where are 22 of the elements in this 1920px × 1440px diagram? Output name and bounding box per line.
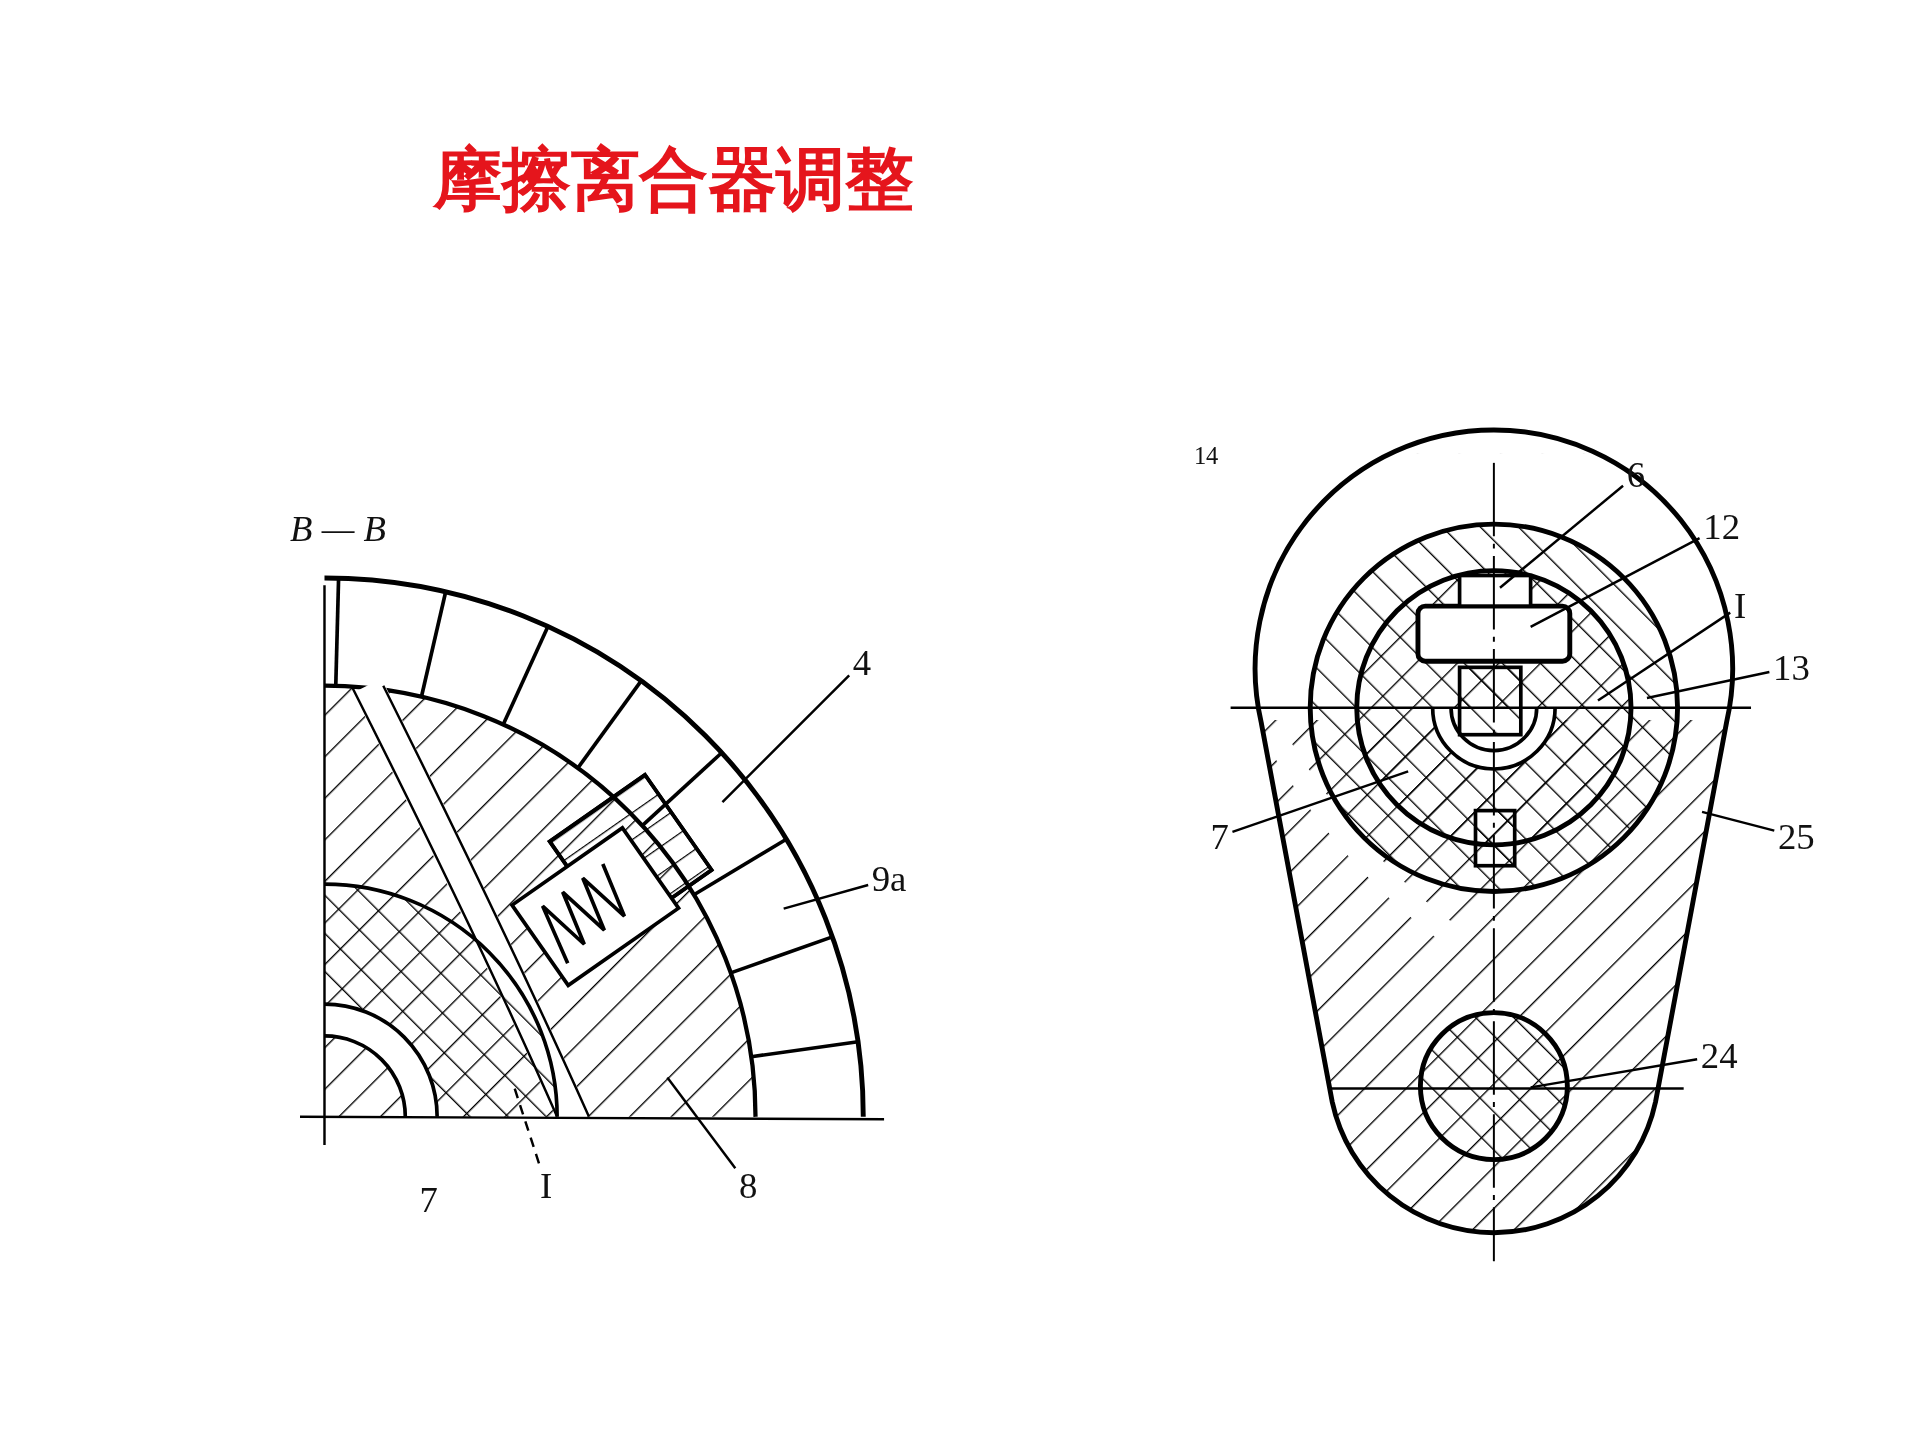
leader-line [1646, 670, 1770, 700]
callout-number: 24 [1700, 1037, 1738, 1074]
leader-line [783, 883, 869, 910]
callout-number: 9a [871, 860, 907, 898]
callout-number: 7 [419, 1181, 438, 1219]
leader-line [666, 1076, 737, 1169]
section-label: B — B [290, 510, 386, 548]
callout-number: 8 [739, 1166, 758, 1204]
callout-number: I [1733, 587, 1747, 625]
leader-line [513, 1086, 541, 1164]
leader-line [1232, 770, 1409, 834]
title: 摩擦离合器调整 [433, 137, 914, 222]
leader-line [1530, 1058, 1698, 1089]
callout-number: 25 [1777, 817, 1815, 855]
callout-number: I [540, 1166, 553, 1204]
part-number: 14 [1193, 443, 1219, 468]
callout-number: 7 [1210, 817, 1229, 855]
callout-number: 12 [1703, 508, 1740, 545]
callout-number: 13 [1773, 649, 1810, 686]
leader-line [721, 674, 851, 803]
leader-line [1701, 810, 1775, 832]
callout-number: 4 [852, 644, 872, 681]
